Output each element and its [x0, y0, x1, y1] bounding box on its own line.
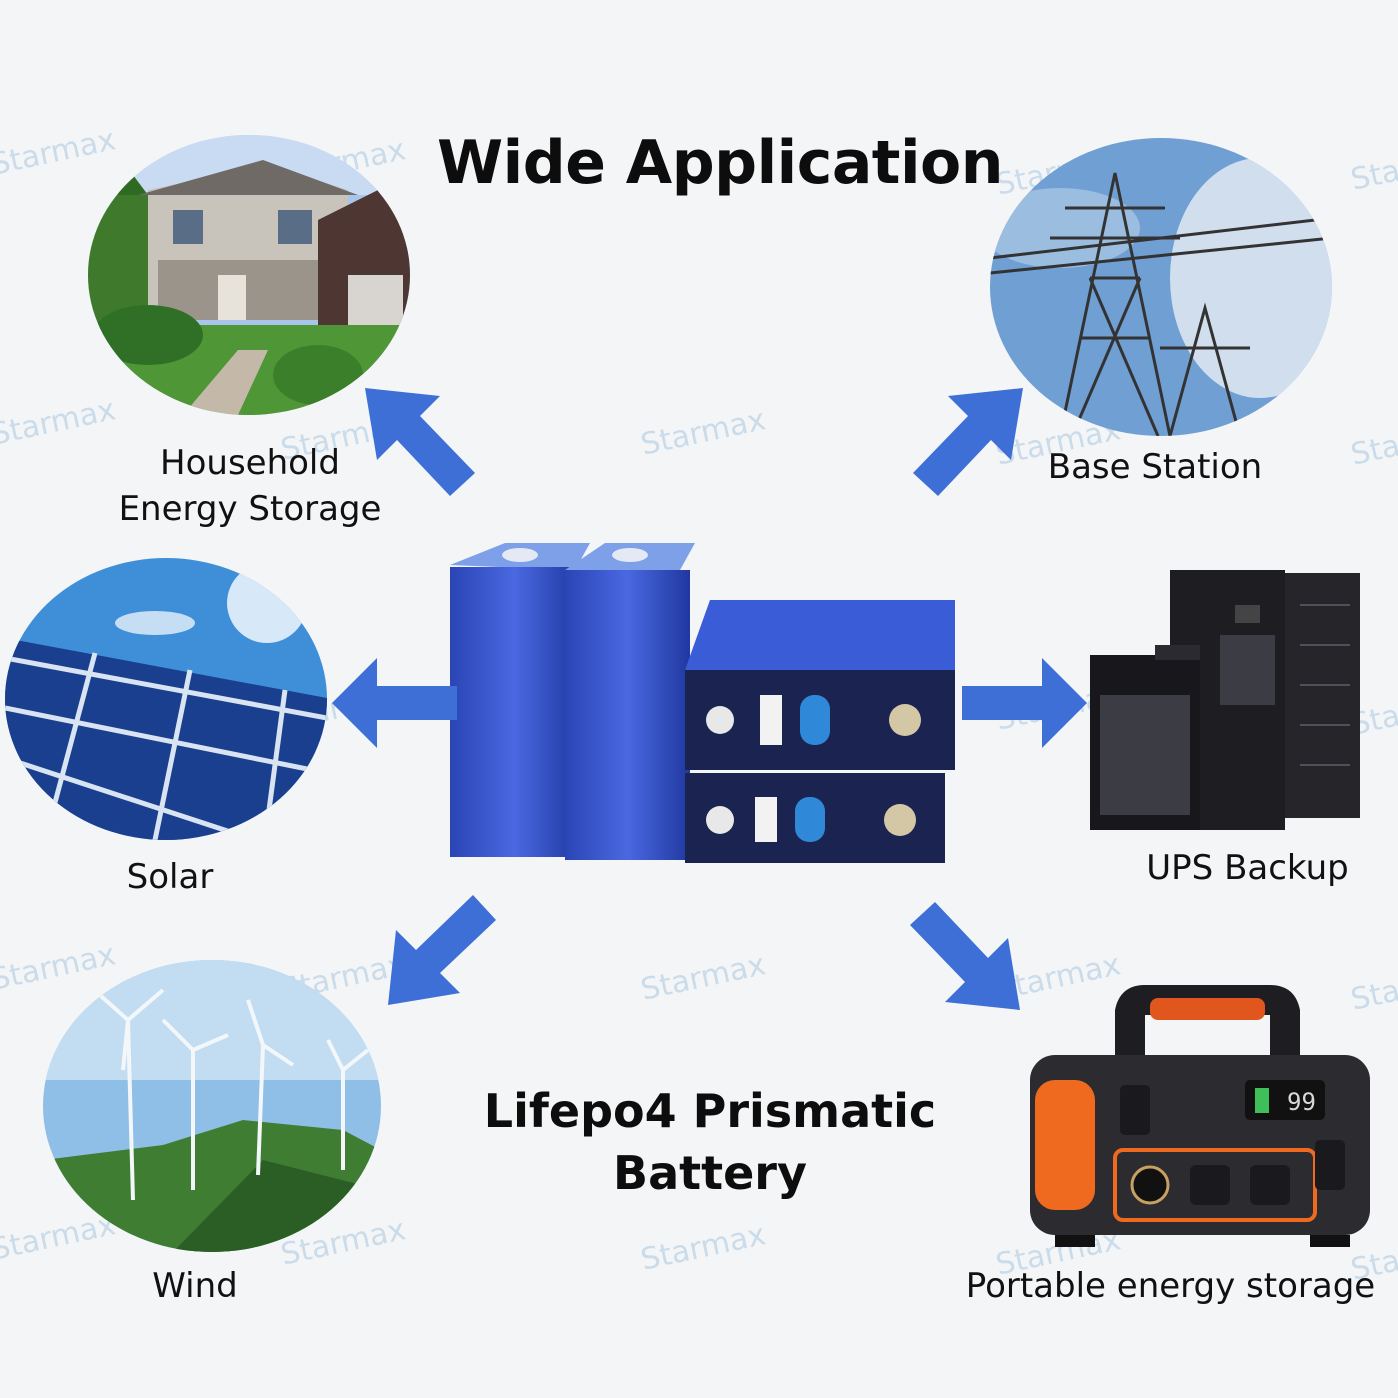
lifepo4-battery-image: [445, 535, 965, 865]
watermark: Starmax: [637, 1217, 769, 1278]
product-title: Lifepo4 Prismatic Battery: [440, 1080, 980, 1204]
arrow-up-left-icon: [365, 388, 475, 496]
arrow-left-icon: [332, 658, 457, 748]
household-image: [88, 135, 410, 415]
solar-image: [5, 558, 327, 840]
solar-label: Solar: [126, 857, 214, 897]
watermark: Starmax: [1347, 137, 1398, 198]
svg-text:99: 99: [1287, 1088, 1316, 1116]
portable-power-station-image: 99: [1025, 980, 1370, 1250]
watermark: Starmax: [0, 122, 119, 183]
household-label-line1: Household: [160, 443, 340, 483]
base-station-label: Base Station: [1047, 447, 1263, 487]
watermark: Starmax: [1347, 412, 1398, 473]
page-title: Wide Application: [437, 128, 1003, 198]
household-label-line2: Energy Storage: [118, 489, 382, 529]
arrow-down-left-icon: [388, 895, 496, 1005]
watermark: Starmax: [0, 937, 119, 998]
arrow-up-right-icon: [913, 388, 1023, 496]
product-title-line2: Battery: [613, 1146, 807, 1200]
arrow-down-right-icon: [910, 902, 1020, 1010]
arrow-right-icon: [962, 658, 1087, 748]
ups-label: UPS Backup: [1146, 848, 1349, 888]
watermark: Starmax: [637, 402, 769, 463]
product-title-line1: Lifepo4 Prismatic: [483, 1084, 937, 1138]
wind-image: [43, 960, 381, 1252]
base-station-image: [990, 138, 1332, 436]
portable-label: Portable energy storage: [965, 1266, 1376, 1306]
wind-label: Wind: [152, 1266, 238, 1306]
household-label: Household Energy Storage: [90, 440, 410, 532]
ups-cabinet-image: [1085, 565, 1370, 835]
watermark: Starmax: [637, 947, 769, 1008]
